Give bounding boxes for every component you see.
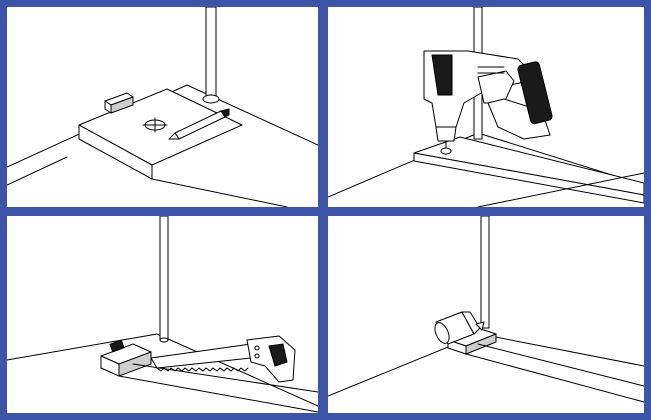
pole-icon (202, 7, 220, 104)
step-1-panel (7, 7, 318, 207)
step-3-illustration (7, 216, 318, 413)
pole-icon (159, 216, 169, 343)
pole-icon (480, 216, 490, 329)
step-2-panel (328, 7, 644, 207)
floor-board (413, 136, 644, 207)
step-4-illustration (328, 216, 644, 403)
hand-saw-icon (150, 335, 296, 383)
bracket-icon (447, 327, 497, 355)
pencil-icon (168, 108, 230, 140)
step-4-panel (328, 216, 644, 413)
caulk-tube-icon (434, 311, 485, 345)
floor-board (7, 88, 288, 207)
bracket-icon (104, 92, 134, 114)
step-1-illustration (7, 7, 318, 207)
step-2-illustration (328, 7, 644, 207)
circle-mark-icon (142, 117, 168, 133)
step-3-panel (7, 216, 318, 413)
room-corner (7, 333, 318, 407)
floor-board (465, 343, 644, 403)
bracket-icon (100, 339, 152, 377)
cordless-drill-icon (423, 50, 553, 155)
